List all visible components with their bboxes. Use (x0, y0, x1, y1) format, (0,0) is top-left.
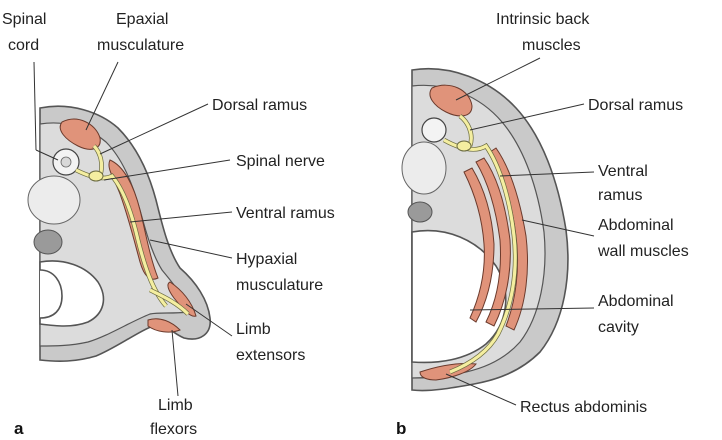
panel-b-aorta (408, 202, 432, 222)
label-intrinsic-line2: muscles (522, 37, 581, 54)
label-ventral-ramus-b-line1: Ventral (598, 163, 648, 180)
label-ventral-ramus-a: Ventral ramus (236, 205, 335, 222)
label-hypaxial-line2: musculature (236, 277, 323, 294)
panel-a-letter: a (14, 419, 24, 438)
label-abdominal-cavity-line1: Abdominal (598, 293, 674, 310)
label-spinal-nerve: Spinal nerve (236, 153, 325, 170)
panel-a-aorta (34, 230, 62, 254)
label-epaxial-line1: Epaxial (116, 11, 168, 28)
label-hypaxial-line1: Hypaxial (236, 251, 297, 268)
panel-a-vertebral-body (28, 176, 80, 224)
label-abdominal-wall-line1: Abdominal (598, 217, 674, 234)
leader-limb-flexors (172, 330, 178, 396)
label-spinal-cord-line1: Spinal (2, 11, 46, 28)
label-intrinsic-line1: Intrinsic back (496, 11, 590, 28)
label-dorsal-ramus-b: Dorsal ramus (588, 97, 683, 114)
label-limb-extensors-line2: extensors (236, 347, 305, 364)
label-abdominal-cavity-line2: cavity (598, 319, 639, 336)
label-dorsal-ramus-a: Dorsal ramus (212, 97, 307, 114)
panel-b-spinal-ganglion (457, 141, 471, 151)
label-spinal-cord-line2: cord (8, 37, 39, 54)
panel-b-vertebral-body (402, 142, 446, 194)
label-ventral-ramus-b-line2: ramus (598, 187, 642, 204)
panel-b-letter: b (396, 419, 406, 438)
label-abdominal-wall-line2: wall muscles (597, 243, 689, 260)
panel-a-spinal-ganglion (89, 171, 103, 181)
label-limb-flexors-line1: Limb (158, 397, 193, 414)
panel-a-illustration (28, 106, 210, 361)
label-limb-flexors-line2: flexors (150, 421, 197, 438)
panel-b-spinal-cord (422, 118, 446, 142)
panel-a-central-canal (61, 157, 71, 167)
label-rectus-abdominis: Rectus abdominis (520, 399, 647, 416)
label-epaxial-line2: musculature (97, 37, 184, 54)
label-limb-extensors-line1: Limb (236, 321, 271, 338)
panel-b-illustration (402, 69, 568, 391)
leader-spinal-cord (34, 62, 36, 150)
